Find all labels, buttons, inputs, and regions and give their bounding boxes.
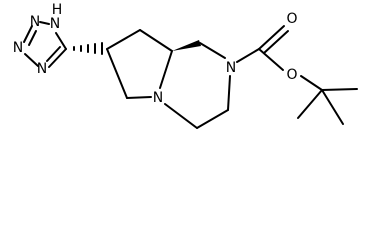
label-tetrazole-n3: N [13, 40, 23, 56]
label-ring-n-bridgehead: N [153, 90, 163, 106]
bond-c8a-n5 [159, 50, 173, 89]
tetrazole-ring [23, 21, 67, 68]
pyrrolidine-ring [106, 29, 173, 99]
bond-n5-c6 [126, 96, 152, 99]
bond-c5-n4-double [46, 46, 61, 62]
label-tetrazole-n2: N [30, 14, 40, 30]
bond-c3-c4 [196, 109, 229, 129]
hashed-wedge-bond [73, 42, 103, 55]
bond-ctert-me-down [321, 89, 344, 125]
bond-n4-n3 [24, 53, 39, 67]
bond-carbonyl-ester-o [258, 48, 284, 71]
bond-ester-o-ctert [300, 75, 323, 91]
label-tetrazole-nh-h: H [52, 2, 63, 18]
bond-ctert-me-right [321, 88, 358, 91]
bond-n2-n1h [39, 21, 50, 25]
bond-carbonyl-o-2 [263, 30, 289, 54]
bond-c4-n5 [164, 103, 198, 129]
bond-c6-c7 [106, 48, 128, 99]
label-ring-n-carbamate: N [226, 60, 236, 76]
label-tetrazole-n4: N [37, 61, 47, 77]
bond-c1-n2 [199, 42, 226, 59]
molecule-structure: H N N N N N N O O [13, 2, 358, 129]
boc-group [236, 25, 358, 125]
label-ester-o: O [286, 67, 297, 83]
bond-n2-carbonyl [236, 48, 260, 63]
bond-c5-n4 [48, 48, 67, 68]
bond-n3-n2-double [28, 30, 37, 46]
label-tetrazole-n1: N [50, 16, 60, 32]
label-carbonyl-o: O [286, 11, 297, 27]
bond-n3-n2 [23, 25, 33, 43]
bond-ctert-me-left [297, 89, 323, 119]
bond-n1h-c5 [55, 32, 67, 50]
bond-c8-c8a [139, 29, 173, 52]
bond-n2-c3 [227, 75, 231, 111]
bond-carbonyl-o-1 [258, 25, 285, 50]
piperazine-ring [164, 42, 231, 129]
solid-wedge-bond [172, 40, 201, 51]
bond-c7-c8 [106, 29, 141, 50]
